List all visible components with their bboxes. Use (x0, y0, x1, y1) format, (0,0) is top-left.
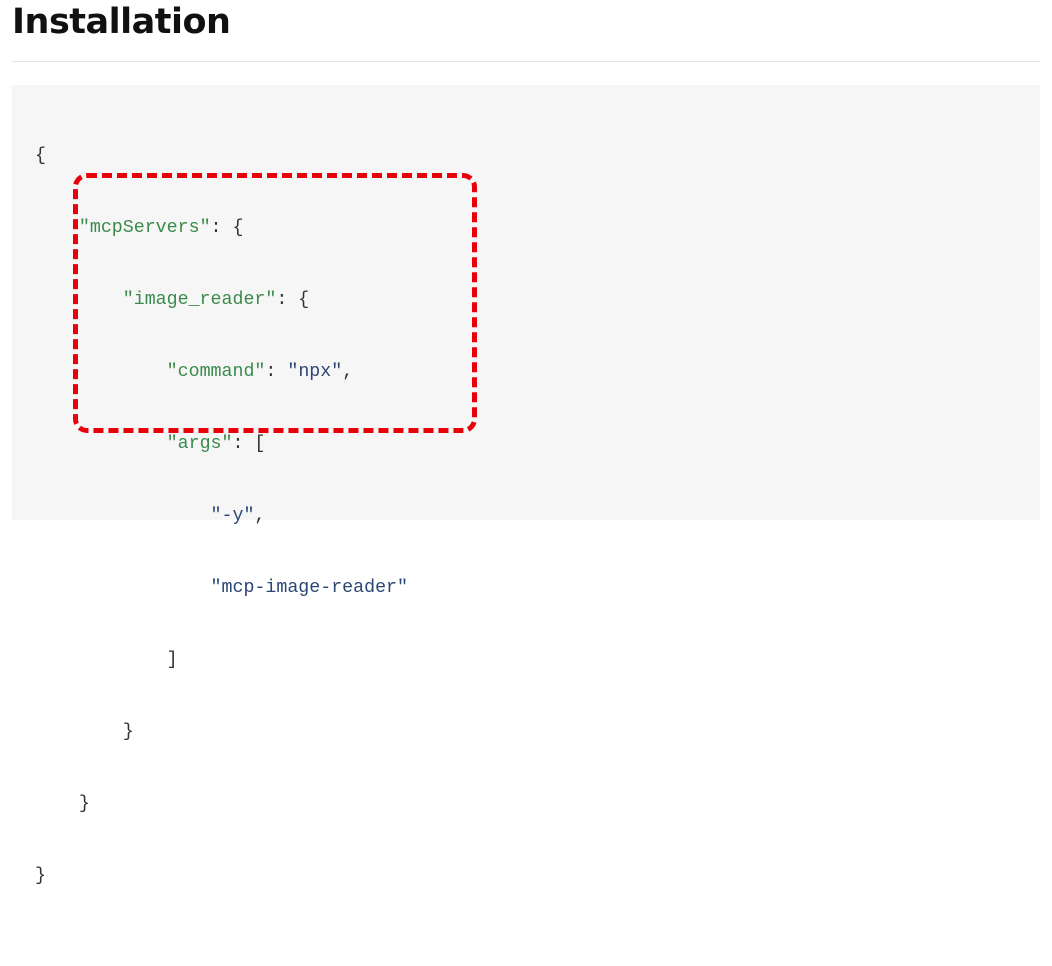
section-heading: Installation (12, 2, 231, 42)
code-line: "args": [ (35, 426, 408, 462)
json-key: "args" (166, 434, 233, 454)
json-value: "-y" (210, 506, 255, 526)
punct: } (35, 866, 46, 886)
heading-divider (12, 61, 1040, 62)
code-line: "mcpServers": { (35, 210, 408, 246)
punct: : [ (232, 434, 266, 454)
code-line: } (35, 714, 408, 750)
code-line: } (35, 858, 408, 894)
code-line: } (35, 786, 408, 822)
code-block: { "mcpServers": { "image_reader": { "com… (12, 85, 1040, 886)
punct: ] (166, 650, 178, 670)
code-line: { (35, 138, 408, 174)
highlight-annotation-box (73, 173, 477, 433)
json-value: "npx" (287, 362, 343, 382)
punct: : { (210, 218, 244, 238)
code-line: "-y", (35, 498, 408, 534)
punct: } (122, 722, 134, 742)
punct: : { (276, 290, 310, 310)
json-key: "command" (166, 362, 266, 382)
json-key: "mcpServers" (78, 218, 211, 238)
code-line: ] (35, 642, 408, 678)
punct: , (342, 362, 354, 382)
json-key: "image_reader" (122, 290, 277, 310)
json-value: "mcp-image-reader" (210, 578, 409, 598)
code-line: "mcp-image-reader" (35, 570, 408, 606)
punct: , (254, 506, 266, 526)
code-line: "image_reader": { (35, 282, 408, 318)
punct: : (265, 362, 288, 382)
code-line: "command": "npx", (35, 354, 408, 390)
punct: } (78, 794, 90, 814)
brace: { (35, 146, 46, 166)
